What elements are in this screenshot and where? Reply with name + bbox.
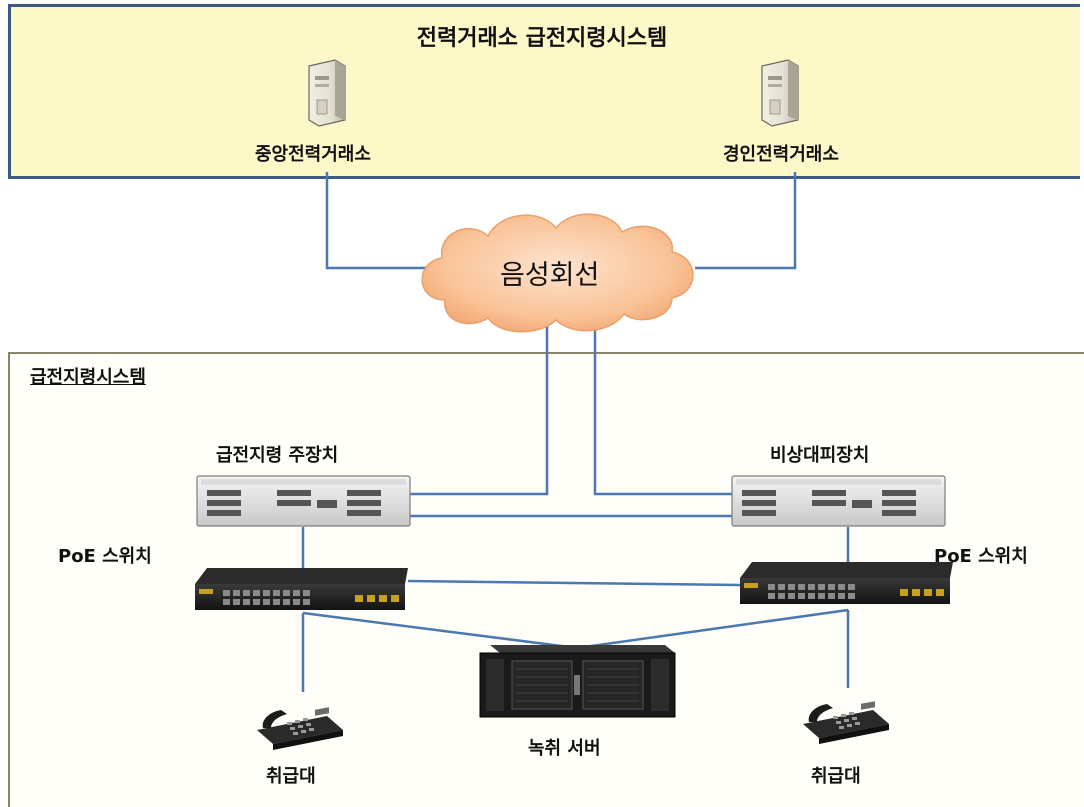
network-switch-icon: [195, 568, 408, 610]
handset-right-label: 취급대: [811, 766, 861, 787]
link-poe-left-to-poe-right: [407, 579, 741, 587]
link-gyeongin-to-cloud: [695, 172, 797, 270]
backup-unit-label: 비상대피장치: [770, 445, 870, 466]
network-switch-icon: [740, 562, 953, 604]
pbx-unit-icon: [731, 475, 946, 527]
handset-left-label: 취급대: [266, 766, 316, 787]
link-poe-left-to-server: [302, 611, 578, 650]
poe-switch-right-label: PoE 스위치: [934, 546, 1028, 567]
desk-phone-icon: [257, 707, 343, 750]
cloud-icon: [421, 213, 694, 333]
gyeongin-exchange-label: 경인전력거래소: [723, 144, 839, 165]
server-tower-icon: [308, 59, 346, 127]
link-cloud-to-main-unit: [410, 320, 549, 496]
link-central-to-cloud: [325, 172, 438, 270]
rack-server-icon: [479, 645, 676, 718]
connection-lines: [301, 172, 850, 692]
link-poe-right-to-server: [576, 608, 849, 650]
voice-line-label: 음성회선: [500, 260, 600, 291]
poe-switch-left-label: PoE 스위치: [58, 546, 152, 567]
exchange-panel: [8, 4, 1080, 179]
recording-server-label: 녹취 서버: [528, 738, 601, 759]
server-tower-icon: [761, 59, 799, 127]
diagram-title: 전력거래소 급전지령시스템: [416, 26, 668, 51]
link-cloud-to-backup-unit: [593, 320, 732, 496]
desk-phone-icon: [803, 701, 889, 744]
central-exchange-label: 중앙전력거래소: [255, 144, 371, 165]
section-title: 급전지령시스템: [30, 367, 146, 388]
main-unit-label: 급전지령 주장치: [216, 445, 339, 466]
pbx-unit-icon: [196, 475, 411, 527]
